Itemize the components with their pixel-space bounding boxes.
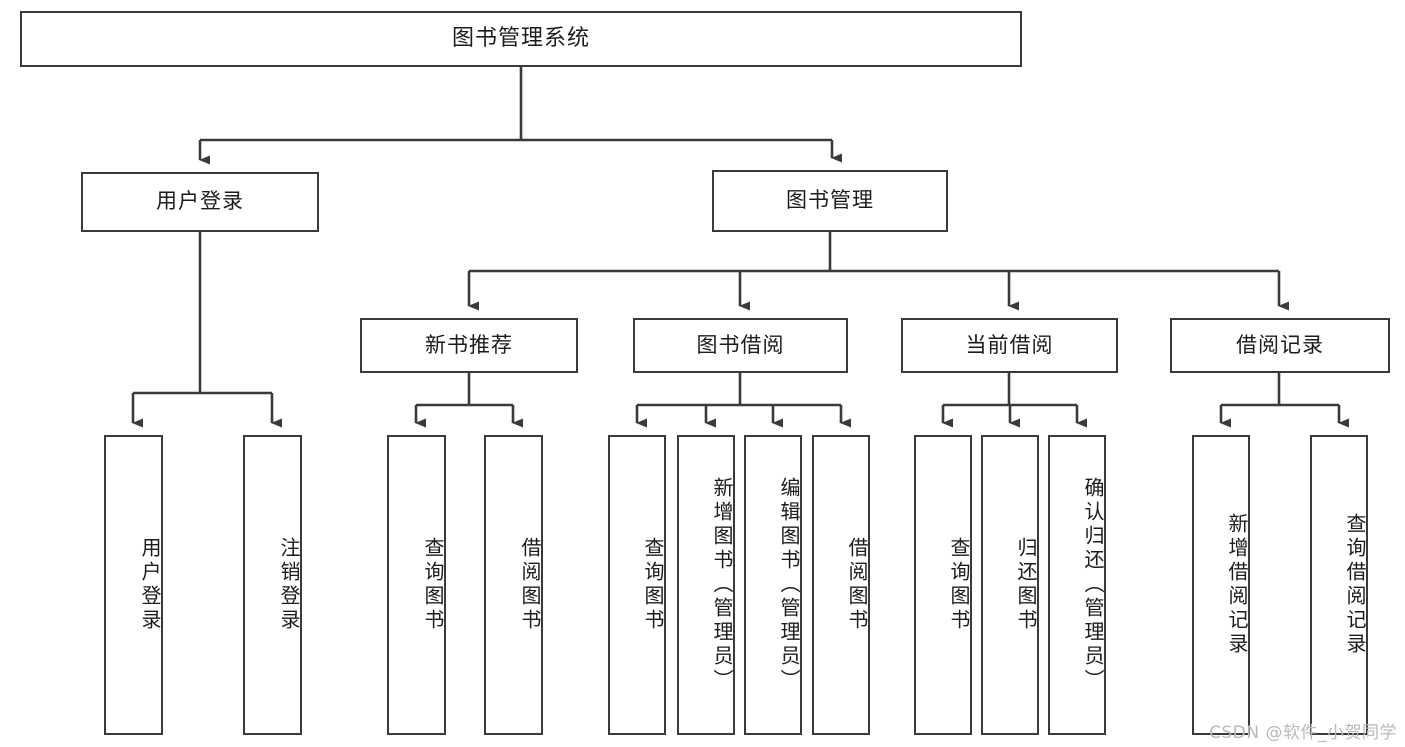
leaf-current-borrow-confirm-return-admin[interactable]: 确认归还（管理员） (1048, 435, 1106, 735)
leaf-borrow-record-query-record[interactable]: 查询借阅记录 (1310, 435, 1368, 735)
node-root-book-management-system[interactable]: 图书管理系统 (20, 11, 1022, 67)
node-book-borrowing[interactable]: 图书借阅 (633, 318, 848, 373)
leaf-book-borrow-add-book-admin[interactable]: 新增图书（管理员） (677, 435, 735, 735)
leaf-label: 新增借阅记录 (1225, 513, 1249, 657)
leaf-user-login-logout[interactable]: 注销登录 (243, 435, 302, 735)
leaf-new-book-query-books[interactable]: 查询图书 (387, 435, 446, 735)
leaf-label: 注销登录 (277, 537, 301, 633)
leaf-label: 新增图书（管理员） (710, 477, 734, 693)
leaf-label: 归还图书 (1014, 537, 1038, 633)
node-new-book-recommendation[interactable]: 新书推荐 (360, 318, 578, 373)
leaf-label: 查询图书 (421, 537, 445, 633)
node-user-login[interactable]: 用户登录 (81, 172, 319, 232)
leaf-label: 用户登录 (138, 537, 162, 633)
leaf-borrow-record-add-record[interactable]: 新增借阅记录 (1192, 435, 1250, 735)
leaf-book-borrow-query-books[interactable]: 查询图书 (608, 435, 666, 735)
leaf-book-borrow-borrow-books[interactable]: 借阅图书 (812, 435, 870, 735)
leaf-label: 编辑图书（管理员） (777, 477, 801, 693)
leaf-current-borrow-return-books[interactable]: 归还图书 (981, 435, 1039, 735)
node-borrowing-records[interactable]: 借阅记录 (1170, 318, 1390, 373)
leaf-book-borrow-edit-book-admin[interactable]: 编辑图书（管理员） (744, 435, 802, 735)
leaf-label: 查询图书 (641, 537, 665, 633)
node-book-management[interactable]: 图书管理 (712, 170, 948, 232)
leaf-label: 查询借阅记录 (1343, 513, 1367, 657)
leaf-label: 借阅图书 (845, 537, 869, 633)
leaf-label: 确认归还（管理员） (1081, 477, 1105, 693)
leaf-label: 查询图书 (947, 537, 971, 633)
leaf-current-borrow-query-books[interactable]: 查询图书 (914, 435, 972, 735)
leaf-label: 借阅图书 (518, 537, 542, 633)
leaf-user-login-login[interactable]: 用户登录 (104, 435, 163, 735)
csdn-watermark: CSDN @软件_小贺同学 (1209, 723, 1397, 743)
leaf-new-book-borrow-books[interactable]: 借阅图书 (484, 435, 543, 735)
node-current-borrowing[interactable]: 当前借阅 (901, 318, 1118, 373)
